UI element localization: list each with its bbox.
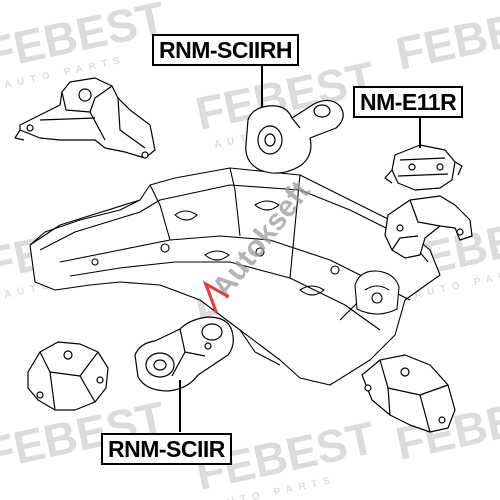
mount-nm-e11r-drawing [384, 144, 463, 191]
overlay-watermark-accent [202, 280, 230, 314]
mount-bottom-right-drawing [361, 354, 456, 433]
mount-rnm-sciir-drawing [134, 316, 234, 392]
part-label-rnm-sciirh: RNM-SCIIRH [152, 34, 299, 66]
part-label-nm-e11r: NM-E11R [353, 86, 464, 118]
mount-top-left-drawing [14, 77, 156, 159]
part-label-rnm-sciir: RNM-SCIIR [101, 433, 232, 465]
watermark-brand-3: FEBEST [391, 0, 500, 80]
bracket-right-drawing [384, 195, 473, 259]
subframe-drawing [29, 167, 441, 386]
torque-rod-rnm-sciirh-drawing [245, 99, 344, 174]
mount-bottom-left-drawing [27, 341, 109, 411]
